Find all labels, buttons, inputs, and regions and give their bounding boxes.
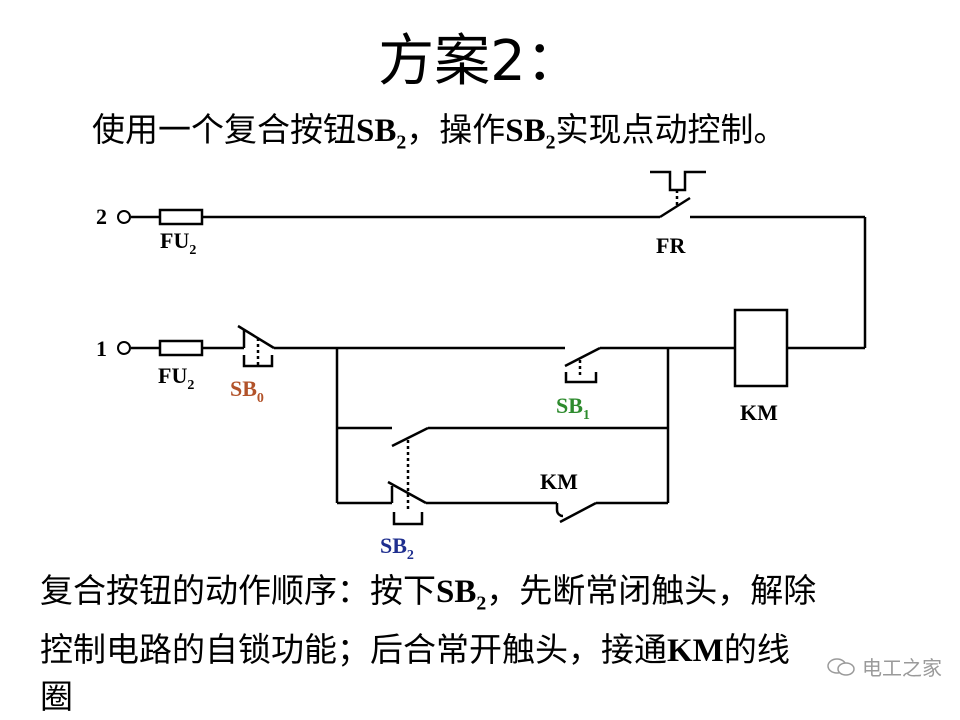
terminal-2: [117, 210, 131, 224]
terminal-1: [117, 341, 131, 355]
subtitle-text-3: 实现点动控制。: [555, 110, 787, 149]
km-contact-label: KM: [540, 469, 578, 494]
control-circuit-diagram: 2 1 FU2 FU2 FR KM KM SB0 SB1 SB2: [96, 170, 867, 563]
subtitle-sb: SB: [356, 113, 397, 149]
explanation-line-3: 圈: [40, 676, 73, 716]
fu-bottom-label: FU2: [158, 363, 194, 393]
sb1-button: [564, 372, 598, 384]
km-coil-label: KM: [740, 400, 778, 425]
watermark: 电工之家: [826, 652, 942, 681]
sb2-nc-blade: [387, 480, 427, 505]
wires: [131, 170, 867, 526]
km-contact-blade: [559, 501, 597, 524]
fr-label: FR: [656, 233, 686, 258]
subtitle-text-1: 使用一个复合按钮: [92, 110, 356, 149]
sb1-label: SB1: [556, 393, 590, 423]
wechat-logo-icon: [827, 657, 855, 676]
subtitle-sb2: SB: [505, 113, 546, 149]
subtitle-sb2-sub: 2: [545, 131, 556, 154]
explanation-line-2: 控制电路的自锁功能；后合常开触头，接通KM的线: [40, 629, 790, 669]
sb0-button: [242, 355, 274, 368]
sb0-blade: [237, 324, 275, 350]
fuse-top: [158, 208, 204, 226]
km-contact-hook: [555, 503, 564, 518]
sb2-label: SB2: [380, 533, 414, 563]
explanation-line-1: 复合按钮的动作顺序：按下SB2，先断常闭触头，解除: [40, 571, 817, 615]
watermark-text: 电工之家: [862, 656, 942, 680]
km-coil: [733, 308, 789, 388]
fr-thermal-element: [650, 170, 706, 192]
node-2-label: 2: [96, 204, 107, 229]
fu-top-label: FU2: [160, 228, 196, 258]
node-1-label: 1: [96, 336, 107, 361]
subtitle: 使用一个复合按钮SB2，操作SB2实现点动控制。: [92, 108, 952, 165]
explanation-text: 复合按钮的动作顺序：按下SB2，先断常闭触头，解除 控制电路的自锁功能；后合常开…: [40, 568, 940, 720]
fr-contact-blade: [659, 196, 691, 219]
sb1-blade: [564, 346, 601, 368]
subtitle-sb-sub: 2: [396, 131, 407, 154]
subtitle-text-2: ，操作: [406, 110, 506, 149]
sb0-label: SB0: [230, 376, 264, 406]
fuse-bottom: [158, 339, 204, 357]
sb2-no-blade: [391, 426, 429, 448]
sb2-button: [392, 512, 424, 526]
page-title: 方案2：: [378, 29, 582, 94]
